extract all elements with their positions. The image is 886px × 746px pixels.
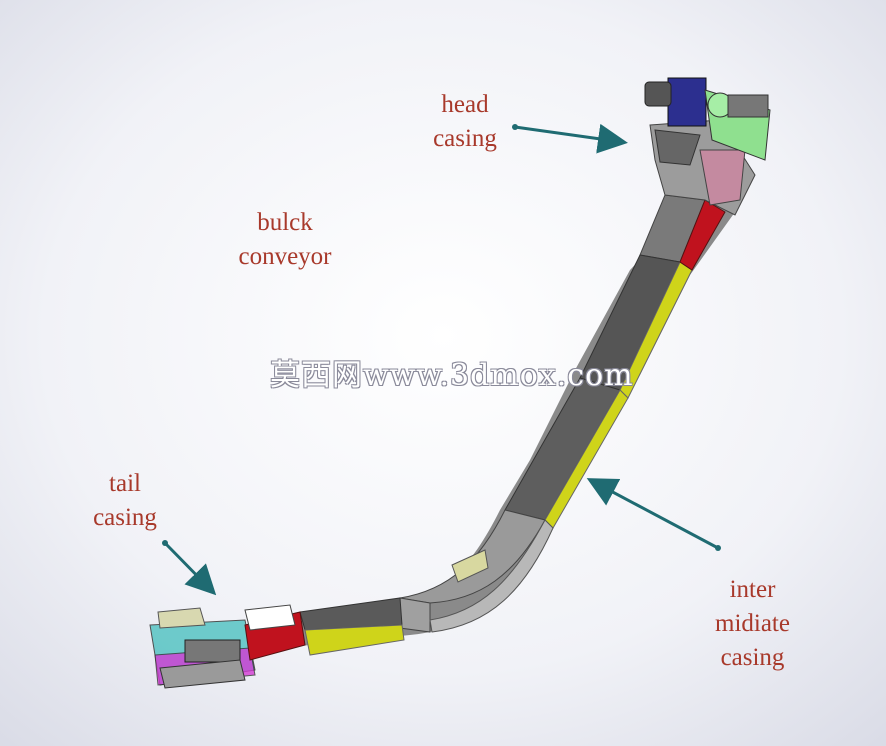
head-casing-label-line1: head [441, 91, 489, 118]
head-casing-arrow [514, 123, 628, 154]
watermark: 莫西网www.3dmox.com [270, 358, 634, 393]
intermediate-casing [255, 190, 740, 656]
head-casing-label-line2: casing [433, 125, 497, 152]
intermediate-casing-label-line1: inter [729, 576, 776, 603]
intermediate-casing-label-line3: casing [720, 644, 785, 671]
intermediate-casing-label: inter midiate casing [700, 573, 805, 675]
tail-casing-label-line1: tail [109, 470, 141, 497]
bulk-conveyor-label-line1: bulck [257, 209, 313, 236]
intermediate-casing-arrow [586, 478, 719, 550]
tail-casing [149, 604, 306, 689]
head-casing-label: head casing [420, 88, 510, 156]
bulk-conveyor-label: bulck conveyor [220, 206, 350, 274]
tail-casing-arrow [163, 541, 217, 596]
intermediate-casing-label-line2: midiate [715, 610, 790, 637]
tail-casing-label-line2: casing [93, 504, 157, 531]
head-casing [644, 77, 771, 216]
tail-casing-label: tail casing [80, 467, 170, 535]
bulk-conveyor-label-line2: conveyor [238, 243, 332, 270]
